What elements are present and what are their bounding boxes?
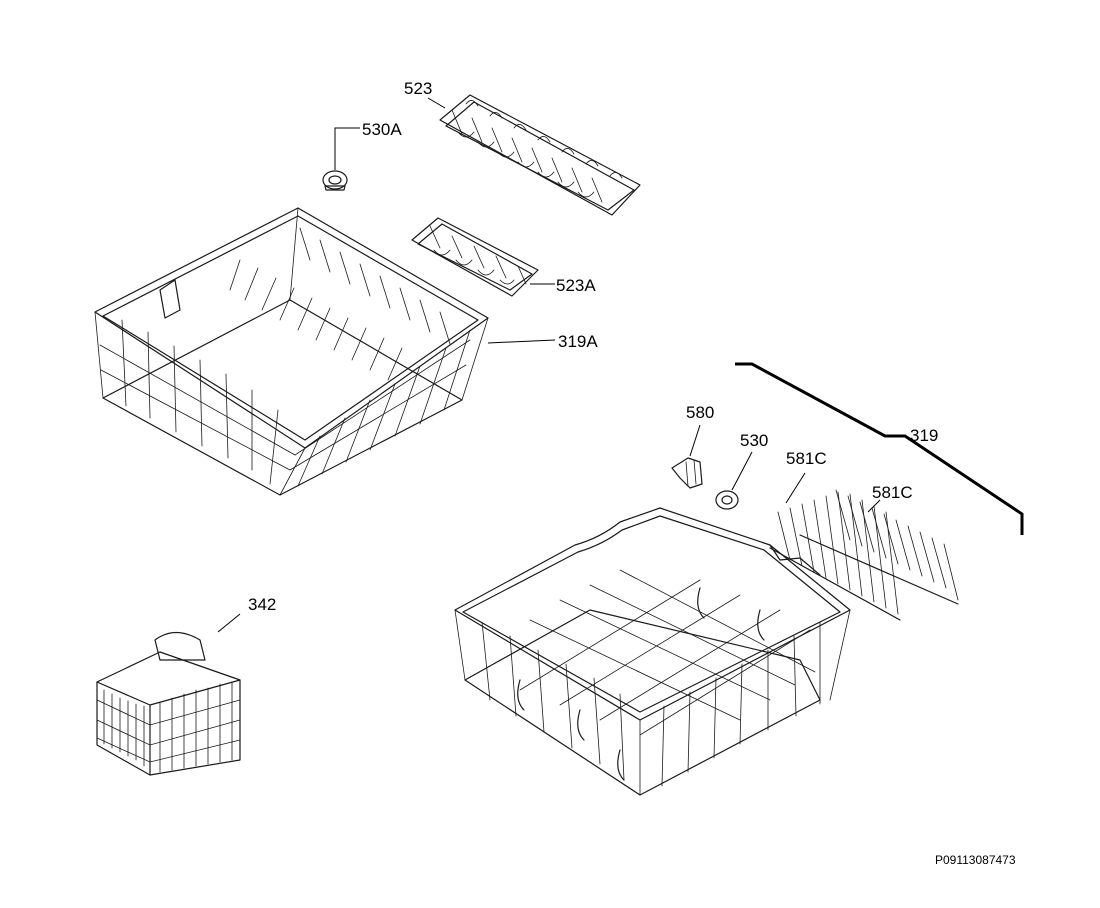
document-id: P09113087473 <box>935 853 1016 867</box>
part-523A-cup-rack[interactable] <box>411 217 539 297</box>
callout-581C-b: 581C <box>872 483 913 502</box>
callout-319: 319 <box>910 426 938 445</box>
leader-523 <box>427 97 446 109</box>
leader-530A <box>334 127 360 170</box>
bracket-319 <box>735 362 1024 535</box>
part-342-cutlery-basket[interactable] <box>96 631 241 776</box>
callout-580: 580 <box>686 403 714 422</box>
callout-523A: 523A <box>556 276 596 295</box>
part-580-clip[interactable] <box>671 457 703 489</box>
leader-342 <box>217 613 241 633</box>
part-319A-upper-basket[interactable] <box>94 207 489 496</box>
leader-530 <box>731 451 753 491</box>
part-523-cup-rack[interactable] <box>439 94 641 216</box>
leader-319A <box>487 339 556 344</box>
leader-580 <box>689 424 701 457</box>
leader-581C-b <box>867 499 881 513</box>
part-530-wheel[interactable] <box>715 490 739 510</box>
callout-523: 523 <box>404 79 432 98</box>
callout-581C-a: 581C <box>786 449 827 468</box>
callout-530A: 530A <box>362 120 402 139</box>
part-319-lower-basket[interactable] <box>454 507 851 796</box>
part-581C-tine-rows[interactable] <box>769 489 959 621</box>
callout-342: 342 <box>248 595 276 614</box>
part-530A-wheel[interactable] <box>322 170 348 191</box>
leader-581C-a <box>785 472 806 504</box>
callout-530: 530 <box>740 431 768 450</box>
callout-319A: 319A <box>558 332 598 351</box>
